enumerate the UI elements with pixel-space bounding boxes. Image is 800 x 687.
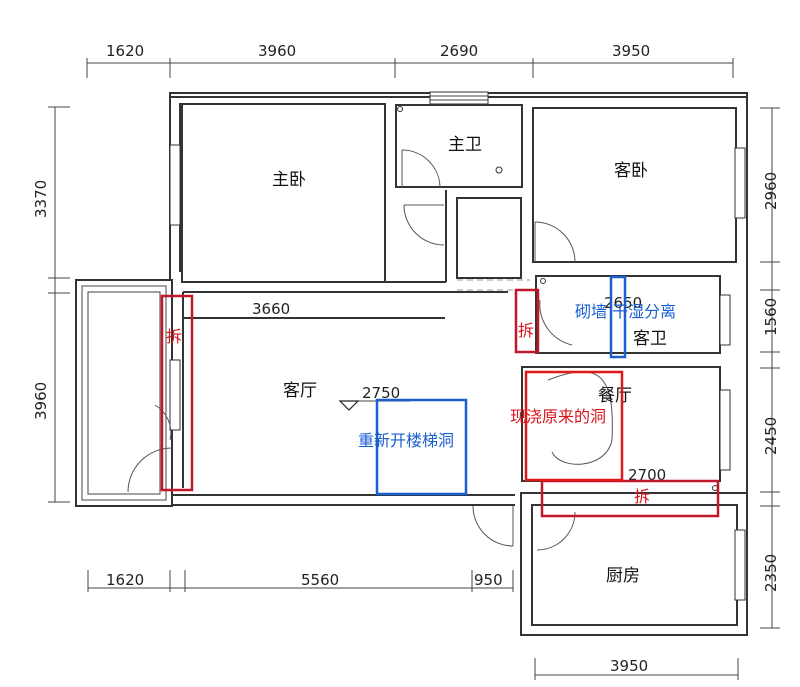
doors [127,106,718,551]
dim-bottom-3: 950 [474,571,503,589]
dim-bottom-kitchen: 3950 [610,657,648,675]
dim-bottom-2: 5560 [301,571,339,589]
dim-right-3: 2450 [762,417,780,455]
new-stair-box [375,398,468,496]
dim-dining: 2700 [628,466,666,484]
dim-left-1: 3370 [32,180,50,218]
dim-living-wall: 3660 [252,300,290,318]
right-dimension-chain: 2960 1560 2450 2350 [760,107,780,629]
dim-left-2: 3960 [32,382,50,420]
dim-guest-bath: 2650 [604,294,642,312]
dim-top-4: 3950 [612,42,650,60]
room-guest-bath: 客卫 [633,329,667,349]
restore-hole-box [524,370,624,482]
dim-right-1: 2960 [762,172,780,210]
room-master-bath: 主卫 [448,135,482,155]
bottom-dimension-chain: 1620 5560 950 3950 [87,570,739,680]
dim-top-1: 1620 [106,42,144,60]
level-marker-icon [338,400,360,411]
dim-right-2: 1560 [762,298,780,336]
demolish-bottom-box [540,479,720,518]
inner-dimensions: 3660 2750 2650 2700 [252,294,666,484]
demolish-left-label: 拆 [166,327,182,346]
dim-top-3: 2690 [440,42,478,60]
room-guest-bedroom: 客卧 [614,161,648,181]
new-stair-label: 重新开楼梯洞 [358,431,454,450]
left-dimension-chain: 3370 3960 [32,106,70,503]
top-dimension-chain: 1620 3960 2690 3950 [86,42,734,78]
build-wall-label: 砌墙 干湿分离 [575,302,676,321]
room-labels: 主卧 主卫 客卧 客卫 客厅 餐厅 厨房 [272,135,667,586]
walls [75,91,748,636]
demolish-middle-box [514,288,540,354]
demolish-bottom-label: 拆 [634,487,650,506]
dim-living-stair: 2750 [362,384,400,402]
room-living: 客厅 [283,381,317,401]
dim-bottom-1: 1620 [106,571,144,589]
room-master-bedroom: 主卧 [272,170,306,190]
room-kitchen: 厨房 [606,566,640,586]
dim-right-4: 2350 [762,554,780,592]
dim-top-2: 3960 [258,42,296,60]
demolish-middle-label: 拆 [518,321,534,340]
restore-hole-label: 现浇原来的洞 [510,407,606,426]
annotations: 拆 拆 拆 砌墙 干湿分离 现浇原来的洞 重新开楼梯洞 [160,275,720,518]
build-wall-box [609,275,627,359]
demolish-left-box [160,294,194,492]
room-dining: 餐厅 [598,386,632,406]
